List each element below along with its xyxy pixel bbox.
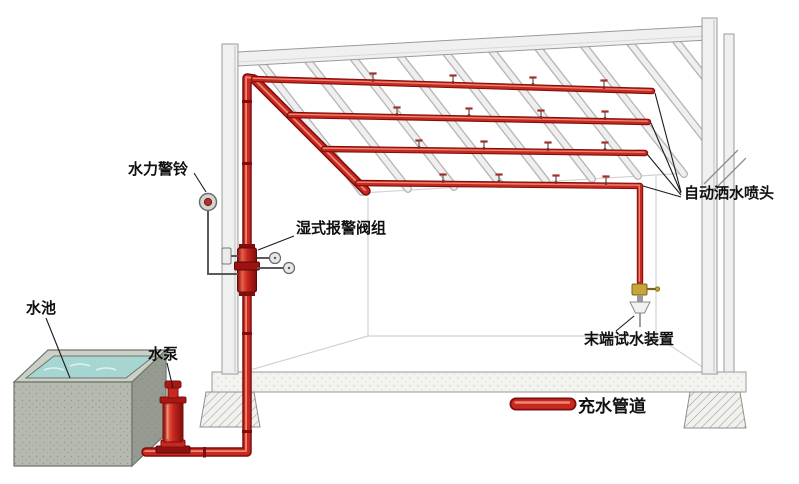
pipe-flange xyxy=(203,447,206,458)
label-wet-alarm-valve: 湿式报警阀组 xyxy=(296,219,386,237)
test-funnel xyxy=(629,301,651,314)
label-end-test-device: 末端试水装置 xyxy=(584,330,674,348)
legend-label: 充水管道 xyxy=(578,396,646,416)
end-test-device xyxy=(629,283,661,327)
floor-slab xyxy=(199,371,747,429)
branch-pipe-4-with-test-drop xyxy=(354,179,644,286)
pipe-flange xyxy=(242,162,252,165)
label-water-pump: 水泵 xyxy=(148,345,178,363)
tank-water xyxy=(24,355,156,379)
label-sprinkler-heads: 自动洒水喷头 xyxy=(684,184,774,202)
branch-pipes xyxy=(250,75,656,286)
branch-pipe-2 xyxy=(286,111,652,126)
water-motor-alarm-bell xyxy=(198,192,238,275)
leader-sprinkler-4 xyxy=(642,185,682,198)
legend-pipe-swatch xyxy=(509,397,577,411)
leader-pump xyxy=(166,362,174,389)
test-valve xyxy=(631,283,648,296)
building-frame xyxy=(221,17,747,375)
leader-sprinkler-1 xyxy=(654,92,682,193)
branch-pipe-1 xyxy=(250,75,656,95)
labels: 水力警铃 湿式报警阀组 自动洒水喷头 末端试水装置 水池 水泵 xyxy=(26,160,774,363)
label-water-alarm-bell: 水力警铃 xyxy=(128,160,189,178)
fire-pump xyxy=(155,380,191,454)
water-ripples xyxy=(43,363,117,371)
pipe-flange xyxy=(242,430,252,433)
leader-lines xyxy=(45,92,682,389)
pressure-switch xyxy=(221,247,232,265)
leader-alarm-bell xyxy=(193,172,207,193)
leader-pool xyxy=(45,317,71,379)
water-tank xyxy=(12,348,168,468)
alarm-trim-pipe xyxy=(207,211,238,275)
leader-sprinkler-3 xyxy=(646,153,682,196)
leader-end-test xyxy=(615,315,635,332)
column-right-back xyxy=(723,33,735,373)
top-beam xyxy=(237,25,709,67)
label-water-pool: 水池 xyxy=(26,299,56,317)
pipe-flange xyxy=(242,100,252,103)
wet-alarm-valve-group xyxy=(221,244,296,296)
column-left xyxy=(221,43,239,375)
pipe-flange xyxy=(242,332,252,335)
branch-pipe-3 xyxy=(320,145,649,157)
leader-sprinkler-2 xyxy=(650,122,682,194)
leader-alarm-valve xyxy=(257,235,295,251)
footing-right xyxy=(683,391,747,429)
legend: 充水管道 xyxy=(509,396,646,416)
wall-break-marks xyxy=(703,149,747,193)
